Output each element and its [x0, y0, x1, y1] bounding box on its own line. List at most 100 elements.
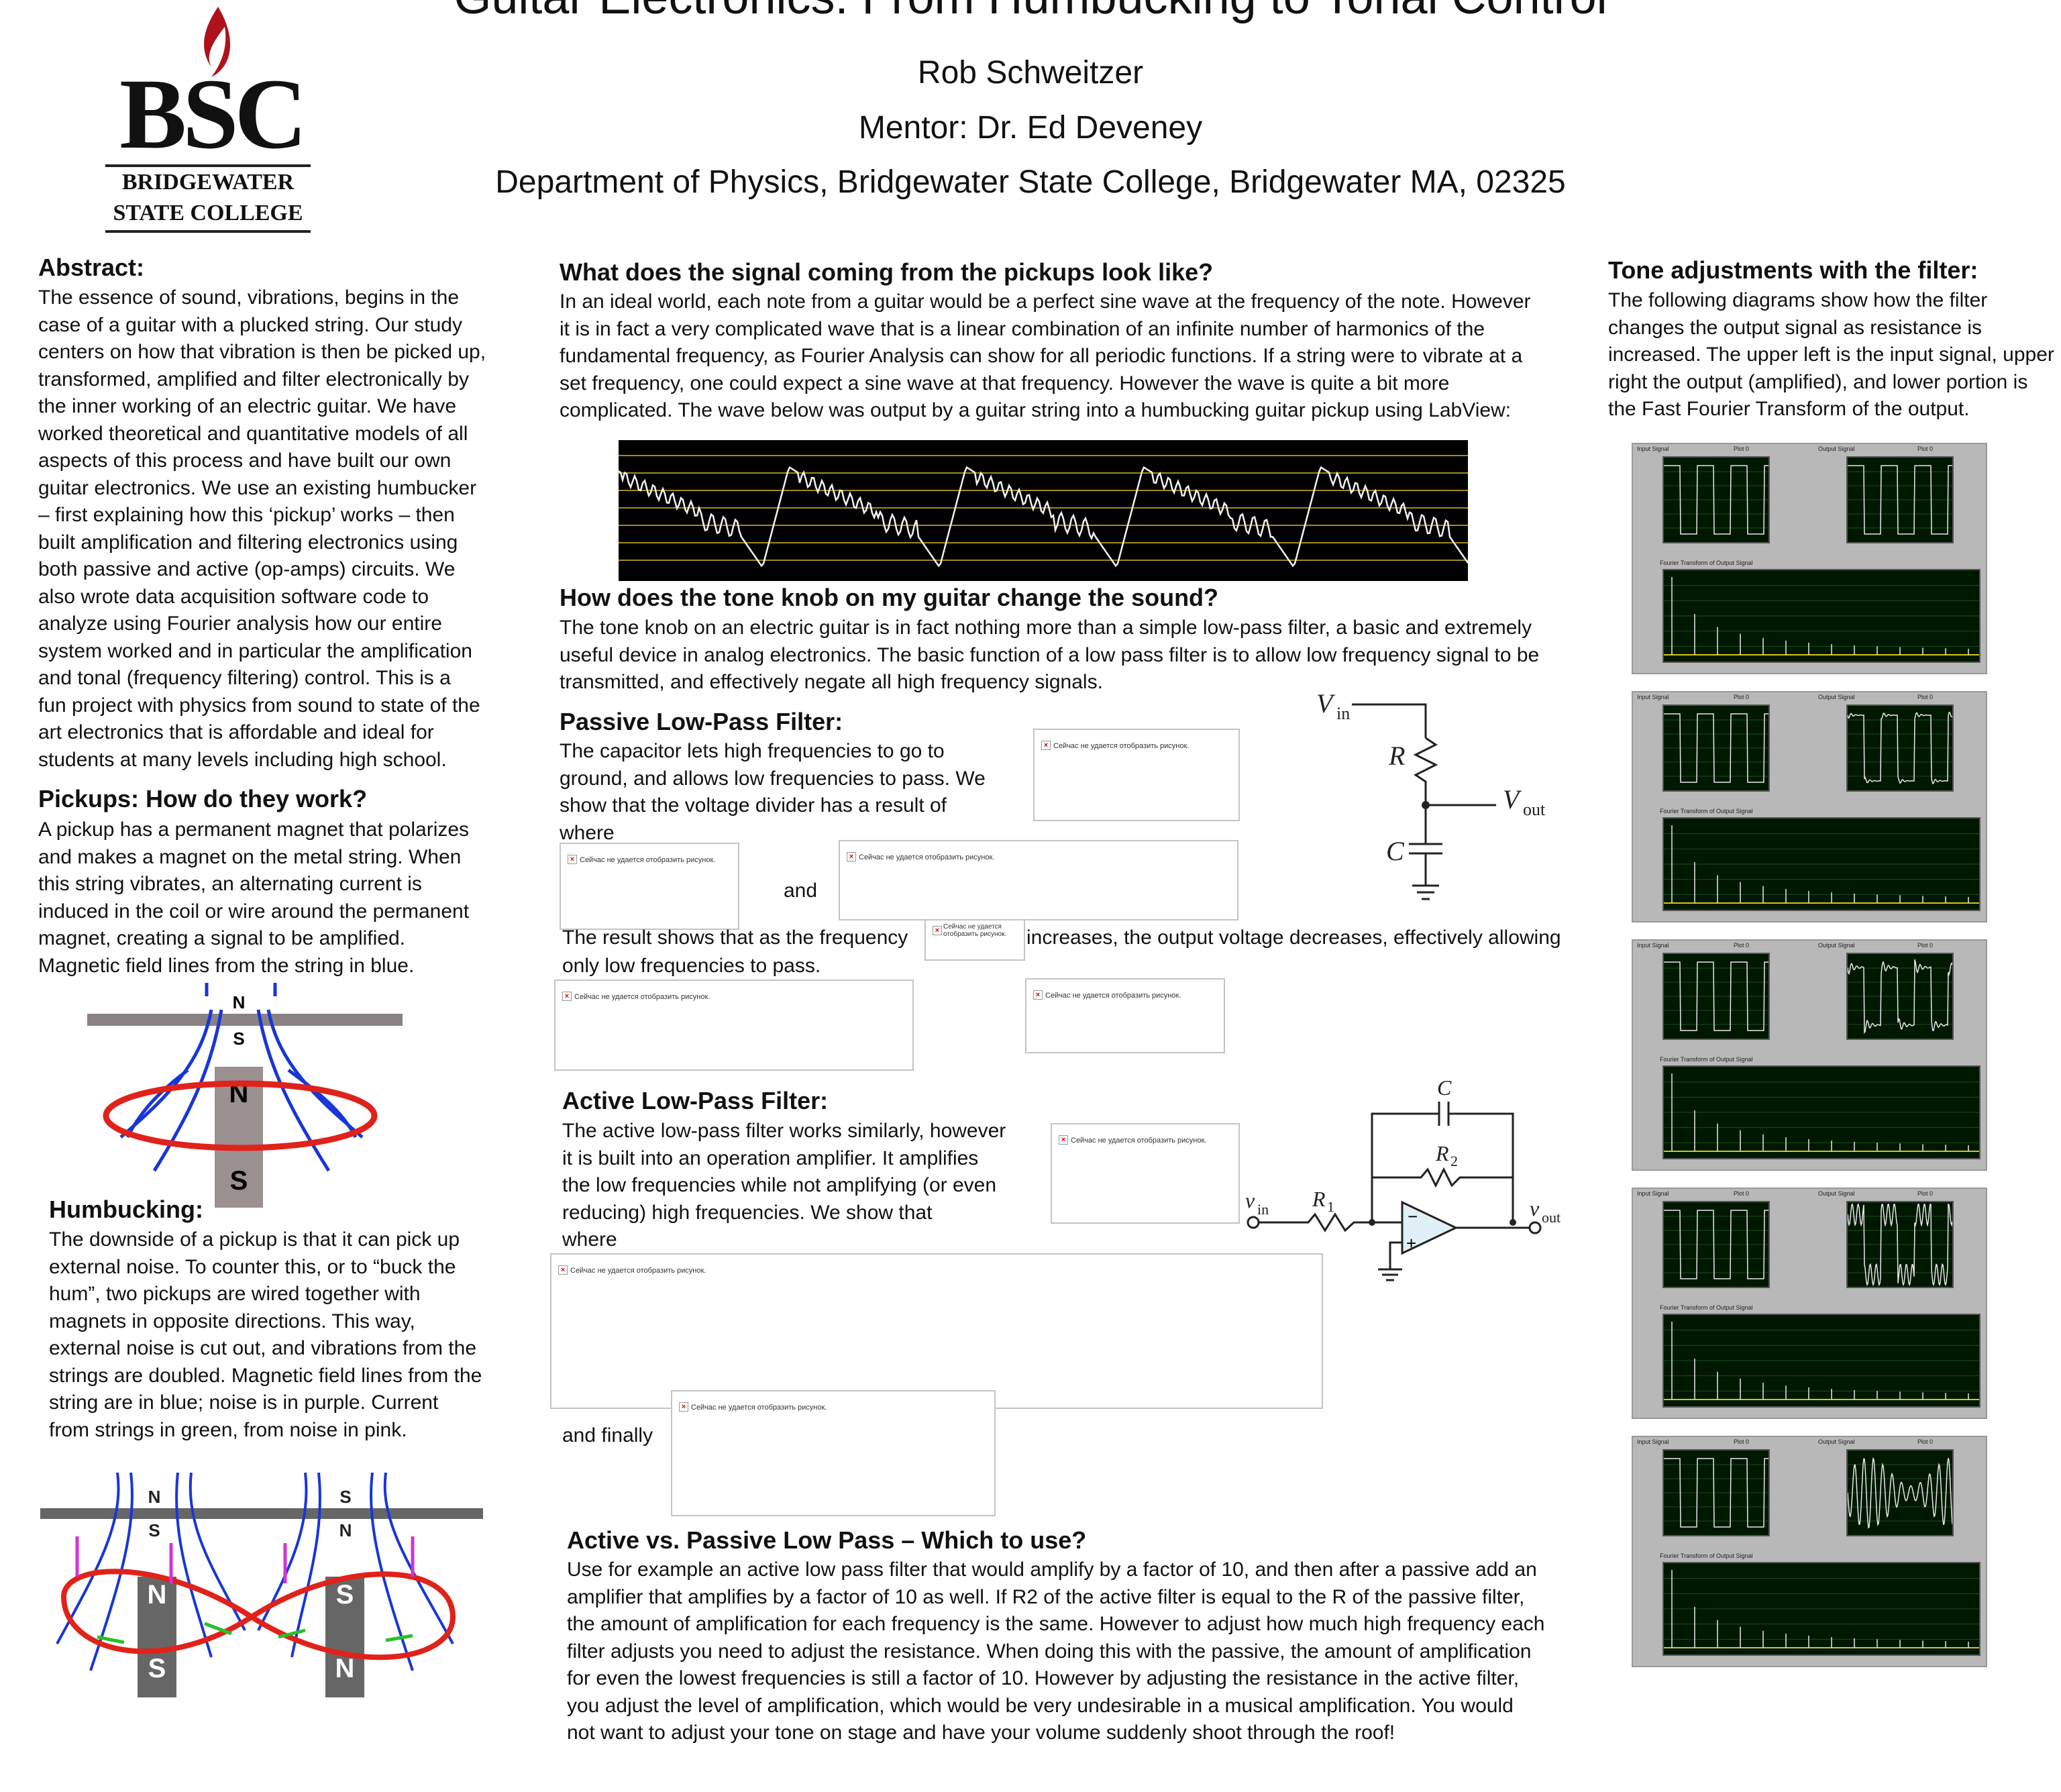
text-line: the amount of amplification for each fre… — [567, 1613, 1545, 1635]
output-signal-label: Output Signal — [1818, 1438, 1855, 1445]
text-line: case of a guitar with a plucked string. … — [38, 313, 462, 336]
text-line: transformed, amplified and filter electr… — [38, 368, 469, 390]
passive-body: The capacitor lets high frequencies to g… — [560, 738, 1029, 847]
fig-left-magnet-n: N — [148, 1580, 167, 1610]
circuit-vin-label: v — [1245, 1188, 1255, 1212]
text-line: guitar electronics. We use an existing h… — [38, 476, 477, 499]
equation-image-placeholder: ×Сейчас не удается отобразить рисунок. — [560, 843, 739, 930]
passive-rc-circuit: V in R V out C — [1316, 688, 1546, 900]
text-line: transmitted, and effectively negate all … — [560, 671, 1103, 693]
text-line: for even the lowest frequencies is still… — [567, 1667, 1520, 1689]
circuit-vout-label: v — [1530, 1196, 1540, 1220]
plot-legend: Plot 0 — [1734, 694, 1750, 700]
text-line: the low frequencies while not amplifying… — [562, 1174, 997, 1196]
text-line: – first explaining how this ‘pickup’ wor… — [38, 504, 455, 526]
humbucking-body: The downside of a pickup is that it can … — [49, 1226, 532, 1444]
fig-right-string-n: N — [339, 1520, 352, 1540]
logo-line1: BRIDGEWATER — [121, 170, 295, 195]
passive-result-after: increases, the output voltage decreases,… — [1026, 927, 1561, 949]
single-pickup-figure: N S N S — [87, 983, 403, 1208]
text-line: also wrote data acquisition software cod… — [38, 585, 429, 608]
text-line: and tonal (frequency filtering) control.… — [38, 667, 451, 689]
text-line: magnet, creating a signal to be amplifie… — [38, 927, 405, 949]
circuit-r-label: R — [1388, 741, 1405, 771]
fft-label: Fourier Transform of Output Signal — [1660, 1056, 1753, 1063]
output-signal-label: Output Signal — [1818, 694, 1855, 700]
fig-magnet-s: S — [230, 1166, 248, 1196]
and-finally-text: and finally — [562, 1424, 653, 1446]
svg-text:in: in — [1336, 704, 1350, 723]
text-line: The capacitor lets high frequencies to g… — [560, 740, 945, 762]
text-line: not want to adjust your tone on stage an… — [567, 1722, 1395, 1744]
fft-plot — [1662, 1562, 1982, 1656]
equation-image-placeholder: ×Сейчас не удается отобразить рисунок. — [1051, 1123, 1240, 1224]
text-line: hum”, two pickups are wired together wit… — [49, 1283, 421, 1305]
plot-legend: Plot 0 — [1917, 694, 1934, 700]
fig-left-magnet-s: S — [148, 1654, 166, 1683]
text-line: reducing) high frequencies. We show that — [562, 1201, 933, 1224]
text-line: useful device in analog electronics. The… — [560, 643, 1540, 666]
fft-label: Fourier Transform of Output Signal — [1660, 1304, 1753, 1311]
text-line: you adjust the level of amplification, w… — [567, 1694, 1514, 1717]
input-signal-label: Input Signal — [1637, 1438, 1669, 1445]
passive-result-before: The result shows that as the frequency — [562, 927, 908, 949]
text-line: it is built into an operation amplifier.… — [562, 1147, 979, 1169]
output-signal-label: Output Signal — [1818, 1190, 1855, 1197]
svg-text:1: 1 — [1327, 1198, 1334, 1215]
flame-icon — [204, 7, 231, 77]
text-line: A pickup has a permanent magnet that pol… — [38, 819, 470, 841]
fig-string-n: N — [233, 992, 246, 1012]
output-signal-plot — [1846, 1201, 1955, 1288]
fft-plot — [1662, 817, 1982, 911]
fft-label: Fourier Transform of Output Signal — [1660, 1552, 1753, 1559]
circuit-c-label: C — [1386, 836, 1405, 866]
text-line: induced in the coil or wire around the p… — [38, 900, 470, 923]
versus-body: Use for example an active low pass filte… — [567, 1557, 1614, 1747]
svg-text:+: + — [1406, 1233, 1416, 1253]
equation-image-placeholder: ×Сейчас не удается отобразить рисунок. — [550, 1253, 1323, 1409]
text-line: string are in blue; noise is in purple. … — [49, 1391, 439, 1414]
equation-image-placeholder: ×Сейчас не удается отобразить рисунок. — [671, 1390, 996, 1516]
abstract-heading: Abstract: — [38, 254, 145, 281]
fft-plot — [1662, 1065, 1982, 1159]
bsc-logo: BSC BRIDGEWATER STATE COLLEGE — [104, 0, 319, 238]
logo-line2: STATE COLLEGE — [113, 201, 303, 225]
text-line: and makes a magnet on the metal string. … — [38, 845, 462, 868]
tone-knob-body: The tone knob on an electric guitar is i… — [560, 615, 1606, 696]
text-line: fundamental frequency, as Fourier Analys… — [560, 345, 1523, 367]
text-line: external noise. To counter this, or to “… — [49, 1255, 456, 1278]
plot-legend: Plot 0 — [1734, 445, 1750, 452]
output-signal-label: Output Signal — [1818, 942, 1855, 949]
tone-knob-heading: How does the tone knob on my guitar chan… — [560, 584, 1219, 611]
text-line: The tone knob on an electric guitar is i… — [560, 617, 1532, 639]
input-signal-label: Input Signal — [1637, 942, 1669, 949]
text-line: set frequency, one could expect a sine w… — [560, 372, 1450, 394]
input-signal-plot — [1662, 1201, 1771, 1288]
fig-right-string-s: S — [339, 1487, 351, 1507]
text-line: Use for example an active low pass filte… — [567, 1559, 1537, 1581]
text-line: increased. The upper left is the input s… — [1608, 344, 2054, 366]
text-line: The essence of sound, vibrations, begins… — [38, 286, 460, 309]
equation-image-placeholder: ×Сейчас не удается отобразить рисунок. — [554, 980, 914, 1071]
svg-text:out: out — [1542, 1209, 1561, 1226]
text-line: art electronics that is affordable and i… — [38, 721, 434, 743]
passive-heading: Passive Low-Pass Filter: — [560, 708, 843, 735]
text-line: the inner working of an electric guitar.… — [38, 395, 457, 417]
text-line: aspects of this process and have built o… — [38, 450, 452, 472]
passive-result-line2: only low frequencies to pass. — [562, 955, 821, 977]
active-body: The active low-pass filter works similar… — [562, 1118, 1052, 1254]
text-line: analyze using Fourier analysis how our e… — [38, 613, 442, 635]
fig-right-magnet-s: S — [336, 1580, 354, 1610]
department: Department of Physics, Bridgewater State… — [495, 164, 1566, 200]
text-line: complicated. The wave below was output b… — [560, 399, 1512, 421]
pickups-heading: Pickups: How do they work? — [38, 785, 368, 812]
text-line: changes the output signal as resistance … — [1608, 316, 1983, 339]
circuit-r2-label: R — [1435, 1141, 1449, 1165]
fig-right-magnet-n: N — [335, 1654, 355, 1683]
passive-and-text: and — [784, 880, 818, 902]
logo-letters: BSC — [119, 58, 307, 170]
author: Rob Schweitzer — [917, 55, 1144, 91]
